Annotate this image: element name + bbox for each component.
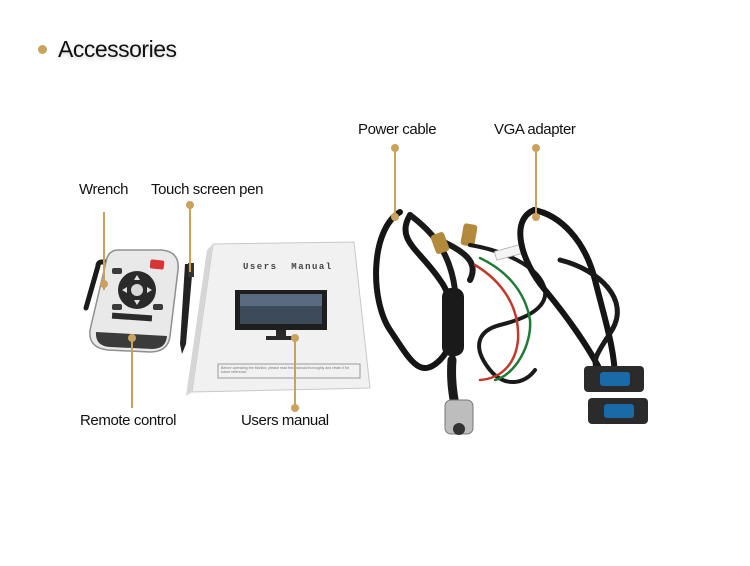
pin-dot-manual-bottom xyxy=(291,404,299,412)
label-wrench: Wrench xyxy=(79,181,129,198)
pin-line-touch-pen xyxy=(189,208,191,272)
pin-line-wrench xyxy=(103,212,105,290)
page-title: Accessories xyxy=(58,36,177,62)
pin-line-vga xyxy=(535,150,537,216)
section-heading: Accessories xyxy=(38,36,177,63)
bullet-icon xyxy=(38,45,47,54)
manual-cover-title: Users Manual xyxy=(243,262,333,272)
label-remote-control: Remote control xyxy=(80,412,177,429)
label-power-cable: Power cable xyxy=(358,121,437,138)
users-manual-image xyxy=(186,241,371,396)
pin-dot-wrench xyxy=(100,280,108,288)
pin-dot-vga-bottom xyxy=(532,213,540,221)
pin-dot-power-cable xyxy=(391,144,399,152)
manual-cover-note: Before operating the Monitor, please rea… xyxy=(221,366,350,375)
pin-line-remote xyxy=(131,338,133,408)
remote-control-image xyxy=(89,249,179,353)
pin-dot-manual xyxy=(291,334,299,342)
wrench-image xyxy=(83,259,121,311)
label-vga-adapter: VGA adapter xyxy=(494,121,576,138)
touch-pen-image xyxy=(180,263,194,354)
pin-dot-power-cable-bottom xyxy=(391,213,399,221)
label-touch-pen: Touch screen pen xyxy=(151,181,264,198)
vga-adapter-image xyxy=(517,207,648,424)
pin-dot-touch-pen xyxy=(186,201,194,209)
power-cable-image xyxy=(373,209,548,435)
label-users-manual: Users manual xyxy=(241,412,329,429)
pin-dot-remote xyxy=(128,334,136,342)
pin-line-power-cable xyxy=(394,150,396,216)
pin-dot-vga xyxy=(532,144,540,152)
pin-line-manual xyxy=(294,338,296,408)
